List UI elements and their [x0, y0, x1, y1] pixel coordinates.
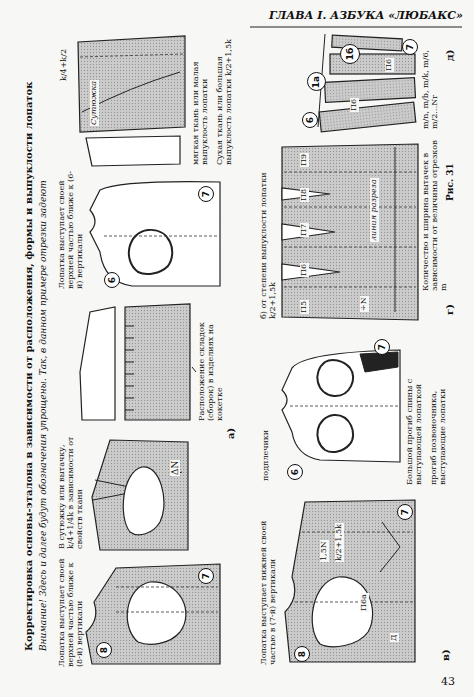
- note: Внимание! Здесь и далее будут обозначени…: [38, 50, 48, 652]
- callout-circle: 1б: [340, 44, 360, 64]
- callout-number: 8: [298, 651, 307, 657]
- callout-circle: 6: [287, 464, 303, 480]
- dimension: k/2+1,5k: [335, 523, 344, 562]
- annotation: мягкая ткань или малая выпуклость лопатк…: [192, 34, 210, 166]
- point-label: П7: [300, 223, 309, 237]
- point-label: П6: [350, 98, 359, 112]
- annotation: Лопатка выступает своей верхней частью б…: [58, 168, 85, 290]
- callout-number: 7: [401, 509, 410, 515]
- part-name: Сутюжка: [90, 80, 99, 126]
- annotation: б) от степени выпуклости лопатки k/2+1,5…: [260, 138, 278, 320]
- point-label: П6: [385, 58, 394, 72]
- figure-number: Рис. 31: [445, 162, 455, 202]
- rotated-figure: Корректировка основы-эталона в зависимос…: [20, 32, 460, 672]
- page-number: 43: [440, 676, 456, 688]
- formula: m/n, m/b, m/k, m/6, m/2…Nr: [422, 32, 440, 130]
- point-label: П6: [300, 263, 309, 277]
- annotation: В сутюжку или вытачку, k/4+1/4k в зависи…: [58, 428, 85, 550]
- dimension: k/4+k/2: [60, 48, 69, 82]
- point-label: П8: [300, 188, 309, 202]
- dimension: 1,5N: [320, 540, 329, 562]
- dimension: ΔN: [170, 460, 180, 476]
- subfigure-letter: г): [444, 303, 455, 316]
- callout-circle: 7: [198, 186, 214, 202]
- line-label: линия разреза: [370, 178, 379, 242]
- callout-circle: 8: [96, 642, 112, 658]
- callout-circle: 6: [104, 272, 120, 288]
- point-label: П9: [300, 153, 309, 167]
- callout-number: 6: [291, 469, 300, 475]
- annotation: Лопатка выступает нижней своей частью в …: [260, 494, 278, 666]
- annotation: Лопатка выступает своей верхней частью б…: [58, 556, 85, 668]
- point-label: П6а: [360, 593, 369, 612]
- point-label: П5: [300, 300, 309, 314]
- annotation: прогиб позвоночника, выступающие лопатки: [430, 334, 448, 486]
- callout-circle: 7: [198, 568, 214, 584]
- subfigure-letter: в): [440, 648, 451, 662]
- annotation: Сухая ткань или большая выпуклость лопат…: [216, 34, 234, 166]
- callout-number: 7: [202, 573, 211, 579]
- subfigure-letter: д): [444, 49, 455, 62]
- callout-number: 7: [406, 44, 415, 50]
- part-name: подплечики: [262, 429, 271, 482]
- running-head: ГЛАВА I. АЗБУКА «ЛЮБАКС»: [268, 10, 464, 22]
- pattern-illustration: [20, 32, 460, 672]
- callout-circle: 1а: [307, 73, 326, 92]
- callout-number: 6: [306, 117, 315, 123]
- callout-circle: 7: [374, 339, 390, 355]
- callout-circle: 6: [302, 112, 318, 128]
- callout-number: 8: [100, 647, 109, 653]
- annotation: Большой прогиб спины с выступающей лопат…: [406, 334, 424, 486]
- annotation: Количество и ширина вытачек в зависимост…: [422, 135, 449, 292]
- callout-number: 1б: [346, 48, 355, 61]
- callout-number: 6: [108, 277, 117, 283]
- subfigure-letter: а): [225, 427, 236, 440]
- point-label: Д: [390, 633, 399, 642]
- figure-title: Корректировка основы-эталона в зависимос…: [23, 50, 34, 652]
- annotation: Расположение складок (сборок) в изделиях…: [198, 290, 225, 422]
- callout-number: 7: [378, 344, 387, 350]
- callout-circle: 7: [397, 504, 413, 520]
- callout-circle: 8: [294, 646, 310, 662]
- callout-number: 7: [202, 191, 211, 197]
- dimension: ÷N: [360, 296, 369, 312]
- callout-circle: 7: [402, 39, 418, 55]
- callout-number: 1а: [312, 76, 321, 88]
